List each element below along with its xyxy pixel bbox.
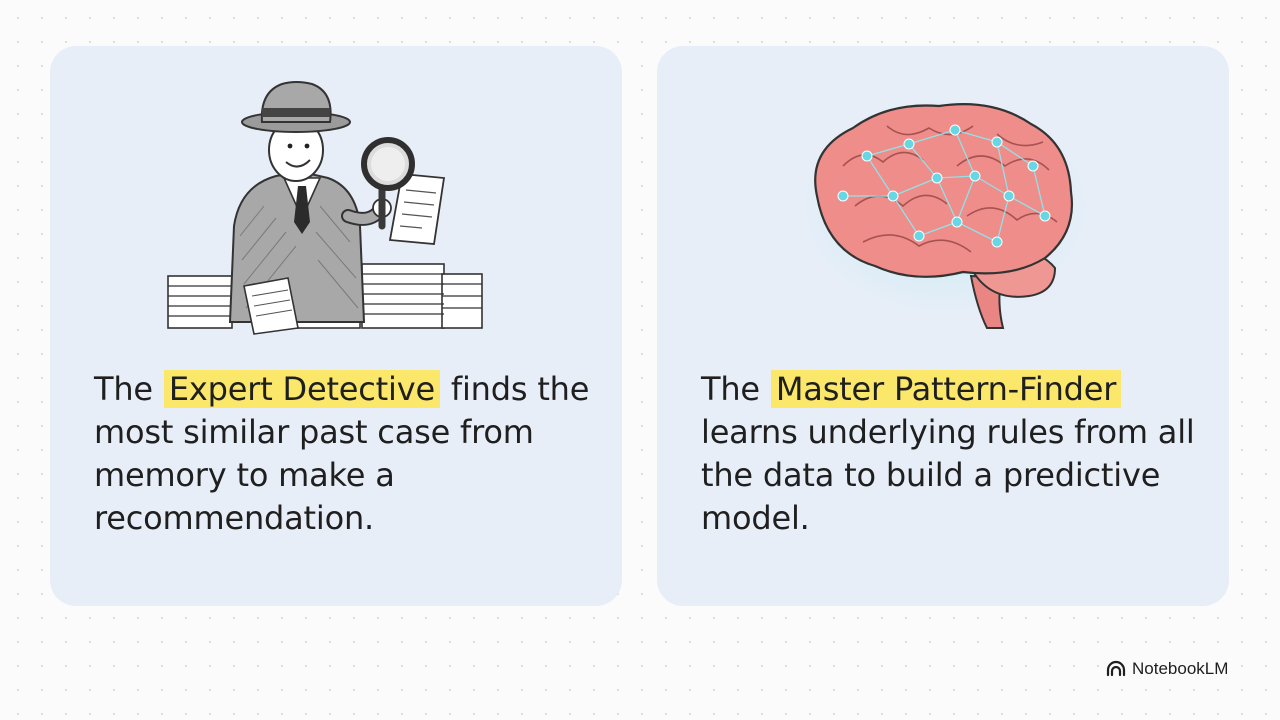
pattern-finder-caption: The Master Pattern-Finder learns underly… [701, 368, 1201, 540]
pattern-finder-card: The Master Pattern-Finder learns underly… [657, 46, 1229, 606]
caption-prefix: The [701, 370, 770, 408]
highlighted-term: Master Pattern-Finder [770, 370, 1122, 408]
caption-prefix: The [94, 370, 163, 408]
caption-body: learns underlying rules from all the dat… [701, 413, 1195, 537]
caption-body: finds the most similar past case from me… [94, 370, 590, 537]
brain-network-icon [795, 94, 1095, 329]
detective-caption: The Expert Detective finds the most simi… [94, 368, 594, 540]
notebooklm-brand: NotebookLM [1106, 659, 1228, 679]
brand-name: NotebookLM [1132, 659, 1229, 678]
highlighted-term: Expert Detective [163, 370, 440, 408]
notebooklm-logo-icon [1106, 660, 1126, 677]
detective-card: The Expert Detective finds the most simi… [50, 46, 622, 606]
detective-icon [167, 81, 483, 335]
